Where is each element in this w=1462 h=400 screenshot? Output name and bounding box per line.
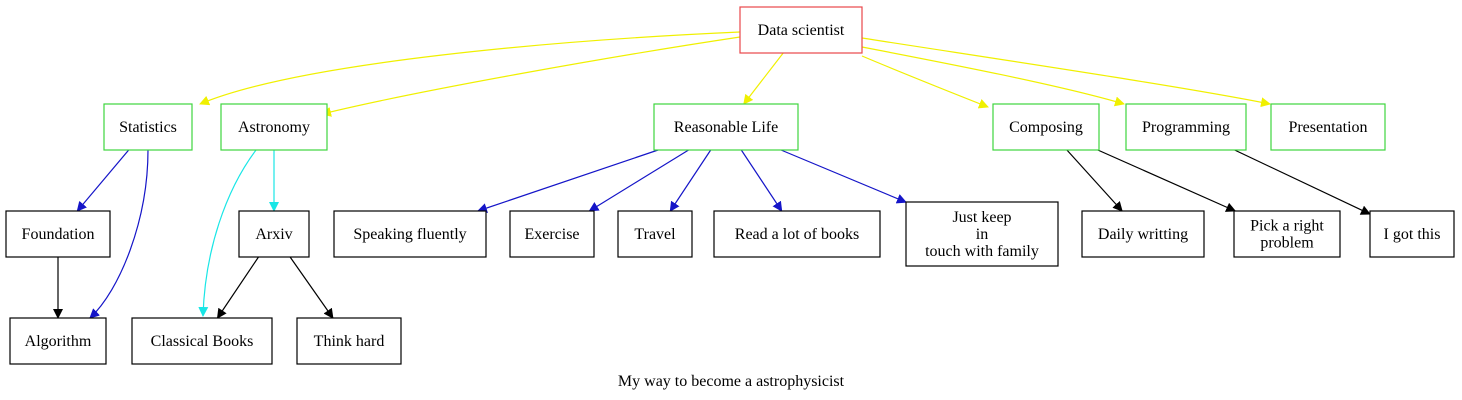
node-box-foundation (5, 210, 111, 258)
node-box-composing (992, 103, 1100, 151)
node-label-root: Data scientist (758, 22, 845, 39)
node-daily: Daily writting (1081, 210, 1205, 258)
node-label-algorithm: Algorithm (25, 333, 92, 350)
node-arxiv: Arxiv (238, 210, 310, 258)
node-box-root (739, 6, 863, 54)
node-label-pick: Pick a right (1250, 218, 1324, 235)
node-readbooks: Read a lot of books (713, 210, 881, 258)
node-label-arxiv: Arxiv (255, 226, 292, 243)
node-label-readbooks: Read a lot of books (735, 226, 859, 243)
node-think: Think hard (296, 317, 402, 365)
node-label-statistics: Statistics (119, 119, 177, 136)
node-box-daily (1081, 210, 1205, 258)
edge-statistics-to-algorithm (89, 149, 149, 319)
node-speaking: Speaking fluently (333, 210, 487, 258)
node-box-think (296, 317, 402, 365)
edge-reasonable-to-readbooks (740, 149, 783, 212)
node-statistics: Statistics (103, 103, 193, 151)
node-label-classical: Classical Books (151, 333, 254, 350)
node-label-daily: Daily writting (1098, 226, 1188, 243)
node-label-think: Think hard (314, 333, 385, 350)
diagram-caption: My way to become a astrophysicist (618, 373, 845, 390)
edge-root-to-astronomy (321, 36, 741, 117)
node-astronomy: Astronomy (220, 103, 328, 151)
node-box-exercise (509, 210, 595, 258)
node-root: Data scientist (739, 6, 863, 54)
node-label-composing: Composing (1009, 119, 1083, 136)
node-label-foundation: Foundation (22, 226, 95, 243)
node-label-presentation: Presentation (1288, 119, 1367, 136)
node-label-reasonable: Reasonable Life (674, 119, 778, 136)
edge-reasonable-to-speaking (476, 149, 659, 213)
node-label-speaking: Speaking fluently (353, 226, 466, 243)
edge-composing-to-pick (1097, 149, 1237, 212)
node-box-algorithm (9, 317, 107, 365)
edge-composing-to-daily (1066, 149, 1123, 212)
node-label-programming: Programming (1142, 119, 1230, 136)
node-box-astronomy (220, 103, 328, 151)
node-composing: Composing (992, 103, 1100, 151)
node-box-pick (1233, 210, 1341, 258)
node-classical: Classical Books (131, 317, 273, 365)
edge-root-to-reasonable (743, 52, 784, 105)
node-box-reasonable (653, 103, 799, 151)
node-igot: I got this (1369, 210, 1455, 258)
node-label-family: touch with family (925, 243, 1039, 260)
edge-root-to-composing (861, 55, 989, 109)
node-presentation: Presentation (1270, 103, 1386, 151)
edge-reasonable-to-travel (669, 149, 712, 212)
node-algorithm: Algorithm (9, 317, 107, 365)
node-label-astronomy: Astronomy (238, 119, 310, 136)
node-label-igot: I got this (1384, 226, 1441, 243)
node-reasonable: Reasonable Life (653, 103, 799, 151)
node-label-family: Just keep (952, 209, 1011, 226)
node-foundation: Foundation (5, 210, 111, 258)
node-label-exercise: Exercise (524, 226, 579, 243)
edge-root-to-programming (861, 46, 1125, 107)
node-box-programming (1125, 103, 1247, 151)
node-box-readbooks (713, 210, 881, 258)
node-box-family (905, 201, 1059, 267)
node-label-family: in (976, 226, 988, 243)
edges-layer (53, 31, 1371, 319)
node-box-classical (131, 317, 273, 365)
edge-arxiv-to-think (289, 256, 334, 319)
edge-root-to-presentation (861, 37, 1271, 108)
edge-programming-to-igot (1234, 149, 1371, 215)
edge-reasonable-to-exercise (588, 149, 689, 212)
node-box-statistics (103, 103, 193, 151)
node-label-travel: Travel (634, 226, 676, 243)
node-box-speaking (333, 210, 487, 258)
node-box-travel (617, 210, 693, 258)
edge-arxiv-to-classical (216, 256, 259, 319)
node-box-igot (1369, 210, 1455, 258)
node-box-presentation (1270, 103, 1386, 151)
edge-statistics-to-foundation (76, 149, 130, 212)
node-label-pick: problem (1260, 235, 1314, 252)
node-programming: Programming (1125, 103, 1247, 151)
node-travel: Travel (617, 210, 693, 258)
node-box-arxiv (238, 210, 310, 258)
node-exercise: Exercise (509, 210, 595, 258)
edge-reasonable-to-family (780, 149, 907, 204)
edge-root-to-statistics (199, 31, 741, 106)
edge-astronomy-to-classical (198, 149, 257, 317)
